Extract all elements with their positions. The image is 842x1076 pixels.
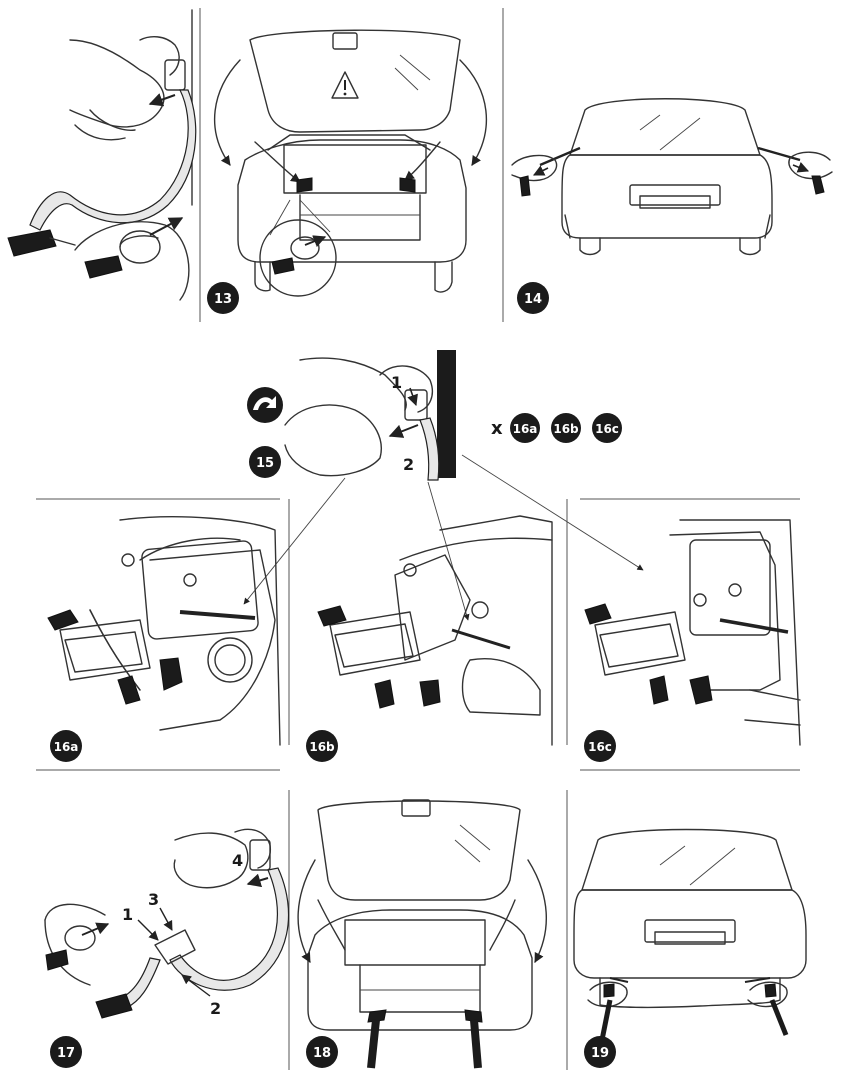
svg-text:16c: 16c — [588, 740, 612, 754]
svg-text:13: 13 — [214, 292, 232, 307]
callout-17-1: 1 — [122, 905, 133, 924]
panel-step-16b — [317, 515, 553, 746]
step-badge-14: 14 — [517, 282, 549, 314]
svg-text:19: 19 — [591, 1046, 609, 1061]
callout-15-1: 1 — [391, 373, 402, 392]
callout-17-4: 4 — [232, 851, 243, 870]
svg-text:15: 15 — [256, 456, 274, 471]
panel-strap-tightening-top — [7, 9, 197, 301]
callout-17-3: 3 — [148, 890, 159, 909]
panel-step-13 — [213, 29, 488, 297]
step-badge-18: 18 — [306, 1036, 338, 1068]
svg-text:16b: 16b — [553, 422, 579, 436]
step-badge-16c: 16c — [584, 730, 616, 762]
svg-text:16a: 16a — [54, 740, 79, 754]
step-badge-19: 19 — [584, 1036, 616, 1068]
step15-repeat-references: x 16a 16b 16c — [491, 413, 622, 443]
ref-badge-16b: 16b — [551, 413, 581, 443]
step-badge-16a: 16a — [50, 730, 82, 762]
callout-15-2: 2 — [403, 455, 414, 474]
step-badge-15: 15 — [249, 446, 281, 478]
svg-text:16a: 16a — [513, 422, 538, 436]
ref-badge-16a: 16a — [510, 413, 540, 443]
callout-17-2: 2 — [210, 999, 221, 1018]
ref-badge-16c: 16c — [592, 413, 622, 443]
svg-text:18: 18 — [313, 1046, 331, 1061]
step-badge-13: 13 — [207, 282, 239, 314]
times-sign: x — [491, 418, 503, 439]
svg-text:16c: 16c — [595, 422, 619, 436]
panel-dividers — [36, 8, 800, 1070]
svg-text:14: 14 — [524, 292, 542, 307]
svg-text:17: 17 — [57, 1046, 75, 1061]
step-badge-16b: 16b — [306, 730, 338, 762]
panel-step-17 — [44, 828, 290, 1019]
step-badge-17: 17 — [50, 1036, 82, 1068]
panel-step-14 — [511, 98, 833, 256]
panel-step-15 — [243, 350, 644, 621]
svg-text:16b: 16b — [309, 740, 335, 754]
panel-step-16a — [47, 516, 281, 746]
panel-step-16c — [584, 519, 801, 746]
panel-step-18 — [297, 799, 548, 1069]
panel-step-19 — [573, 828, 807, 1041]
